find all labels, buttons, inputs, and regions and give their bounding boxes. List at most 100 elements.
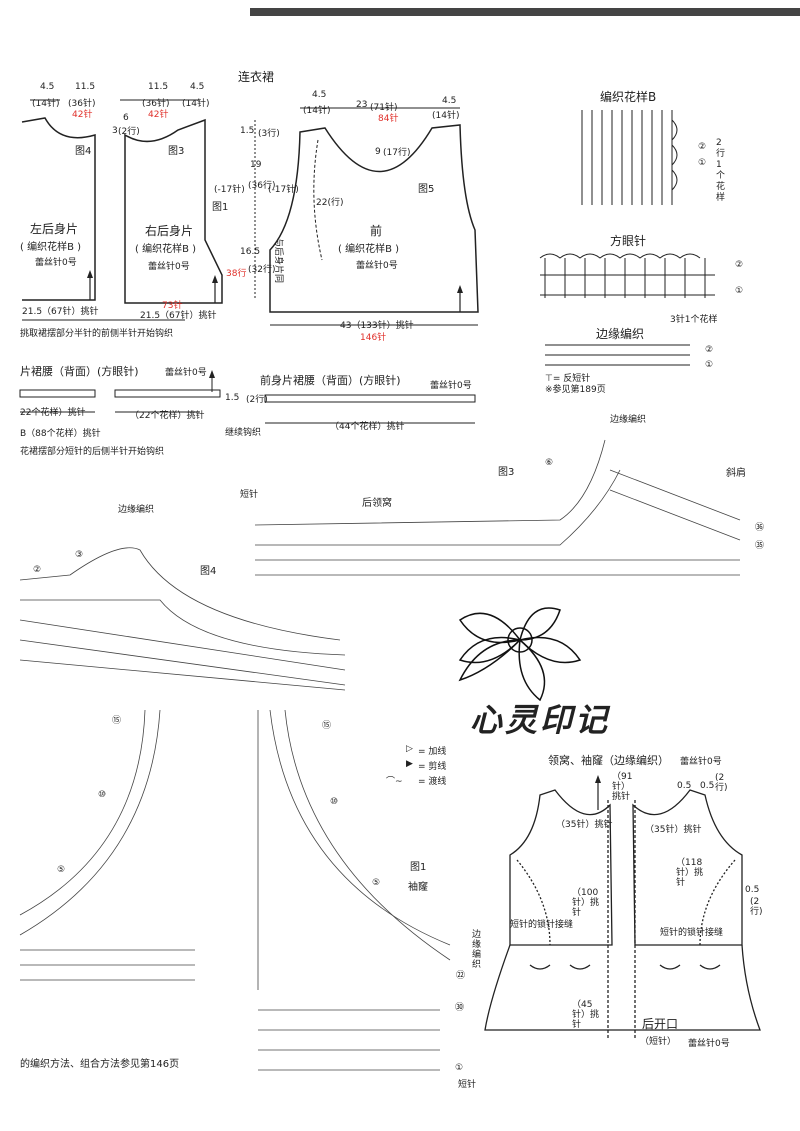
- bottom-front-red: 146针: [360, 333, 387, 343]
- assembly-45: （45针）挑针: [572, 1000, 600, 1030]
- bottom-front: 43（133针）挑针: [340, 321, 414, 331]
- edge-row2: ②: [705, 345, 714, 355]
- num-3: ③: [75, 550, 84, 560]
- chart-slope: 斜肩: [726, 468, 746, 479]
- assembly-seam-a: 短针的锁针接缝: [510, 920, 574, 930]
- num-5a: ⑤: [57, 865, 66, 875]
- num-36: ㊱: [755, 523, 765, 533]
- chart-short: 短针: [240, 490, 259, 500]
- footer-note: 的编织方法、组合方法参见第146页: [20, 1059, 180, 1070]
- num-15a: ⑮: [112, 716, 122, 726]
- v-1-5: 1.5: [240, 126, 255, 136]
- v-front-side: 22(行): [316, 198, 344, 208]
- mesh-row2: ②: [735, 260, 744, 270]
- assembly-d05b: 0.5: [700, 781, 715, 791]
- assembly-title: 领窝、袖窿（边缘编织）: [548, 754, 669, 767]
- assembly-opening-sub: （短针）: [640, 1037, 677, 1047]
- skirt-l3: （44个花样）挑针: [330, 422, 405, 432]
- measure-back-right-1-st: (36针): [142, 99, 170, 109]
- assembly-35a: （35针）挑针: [556, 820, 613, 830]
- v-17a: (-17针): [214, 185, 245, 195]
- assembly-d05c: 0.5: [745, 885, 760, 895]
- v-six: 6: [123, 113, 129, 123]
- skirt-left-title: 片裙腰（背面）(方眼针): [20, 365, 139, 378]
- chart-fig3: 图3: [498, 467, 515, 478]
- measure-front-3: 4.5: [442, 96, 457, 106]
- mesh-row1: ①: [735, 286, 744, 296]
- left-back-hook: 蕾丝针0号: [35, 258, 77, 268]
- front-hook: 蕾丝针0号: [356, 261, 398, 271]
- v-32row: (32行): [248, 265, 276, 275]
- num-22: ㉒: [456, 971, 466, 981]
- measure-back-left-1-st: (14针): [32, 99, 60, 109]
- v-nine-b: (17行): [383, 148, 411, 158]
- skirt-left-hook: 蕾丝针0号: [165, 368, 207, 378]
- assembly-118: （118针）挑针: [676, 858, 704, 888]
- left-back-pattern: ( 编织花样B ): [20, 242, 82, 253]
- measure-back-left-2: 11.5: [75, 82, 96, 92]
- chart-edge: 边缘编织: [610, 415, 647, 425]
- assembly-d05a: 0.5: [677, 781, 692, 791]
- measure-back-left-2-red: 42针: [72, 110, 93, 120]
- right-back-pattern: ( 编织花样B ): [135, 244, 197, 255]
- skirt-right-title: 前身片裙腰（背面）(方眼针): [260, 374, 401, 387]
- assembly-d2b: (2行): [750, 897, 763, 917]
- v-38row-red: 38行: [226, 269, 247, 279]
- measure-front-1: 4.5: [312, 90, 327, 100]
- symbol-carry: = 渡线: [418, 777, 447, 787]
- pattern-b-note: 2行1个花样: [716, 138, 726, 203]
- note-1: 挑取裙摆部分半针的前侧半针开始钩织: [20, 329, 174, 339]
- measure-back-left-2-st: (36针): [68, 99, 96, 109]
- front-pattern: ( 编织花样B ): [338, 244, 400, 255]
- right-back-hook: 蕾丝针0号: [148, 262, 190, 272]
- chart-edge-fig4: 边缘编织: [118, 505, 155, 515]
- pattern-b-row2: ②: [698, 142, 707, 152]
- v-six-b: (2行): [118, 127, 140, 137]
- chart-back-neck: 后领窝: [362, 498, 392, 509]
- edge-title: 边缘编织: [596, 327, 645, 341]
- skirt-cont: 继续钩织: [225, 428, 262, 438]
- assembly-seam-b: 短针的锁针接缝: [660, 928, 724, 938]
- skirt-l4: B（88个花样）挑针: [20, 429, 101, 439]
- num-35: ㉟: [755, 541, 765, 551]
- measure-front-2-st: (71针): [370, 103, 398, 113]
- num-15b: ⑮: [322, 721, 332, 731]
- skirt-dim-b: (2行): [246, 395, 268, 405]
- v-19: 19: [250, 160, 262, 170]
- bottom-back-red: 73针: [162, 301, 183, 311]
- watermark: 心灵印记: [470, 701, 611, 739]
- pattern-b-row1: ①: [698, 158, 707, 168]
- v-36row: (36行): [248, 181, 276, 191]
- assembly-hook: 蕾丝针0号: [680, 757, 722, 767]
- skirt-right-hook: 蕾丝针0号: [430, 381, 472, 391]
- chart-fig1: 图1: [410, 862, 427, 873]
- skirt-l2: （22个花样）挑针: [130, 411, 205, 421]
- chart-fig4: 图4: [200, 566, 217, 577]
- symbol-cut-icon: ▶: [406, 759, 413, 769]
- chart-edge-fig1: 边缘编织: [472, 930, 482, 970]
- fig4-label: 图4: [75, 146, 92, 157]
- assembly-d2a: (2行): [715, 773, 728, 793]
- top-bar-dark: [250, 8, 800, 16]
- v-three: 3: [112, 126, 118, 136]
- edge-row1: ①: [705, 360, 714, 370]
- v-16-5: 16.5: [240, 247, 261, 257]
- measure-front-3-st: (14针): [432, 111, 460, 121]
- top-bar: [0, 0, 800, 10]
- fig5-label: 图5: [418, 184, 435, 195]
- symbol-carry-icon: ⌒~: [386, 777, 403, 787]
- symbol-cut: = 剪线: [418, 762, 447, 772]
- measure-back-right-1: 11.5: [148, 82, 169, 92]
- skirt-l5: 花裙摆部分短针的后侧半针开始钩织: [20, 447, 165, 457]
- symbol-add: = 加线: [418, 747, 447, 757]
- num-30: ㉚: [455, 1003, 465, 1013]
- chart-short-fig1: 短针: [458, 1080, 477, 1090]
- num-10b: ⑩: [330, 797, 339, 807]
- front-side-label: 与后身片同: [273, 238, 283, 284]
- right-back-title: 右后身片: [145, 224, 194, 238]
- num-6: ⑥: [545, 458, 554, 468]
- assembly-91: （91针）挑针: [612, 772, 633, 802]
- num-10a: ⑩: [98, 790, 107, 800]
- num-2: ②: [33, 565, 42, 575]
